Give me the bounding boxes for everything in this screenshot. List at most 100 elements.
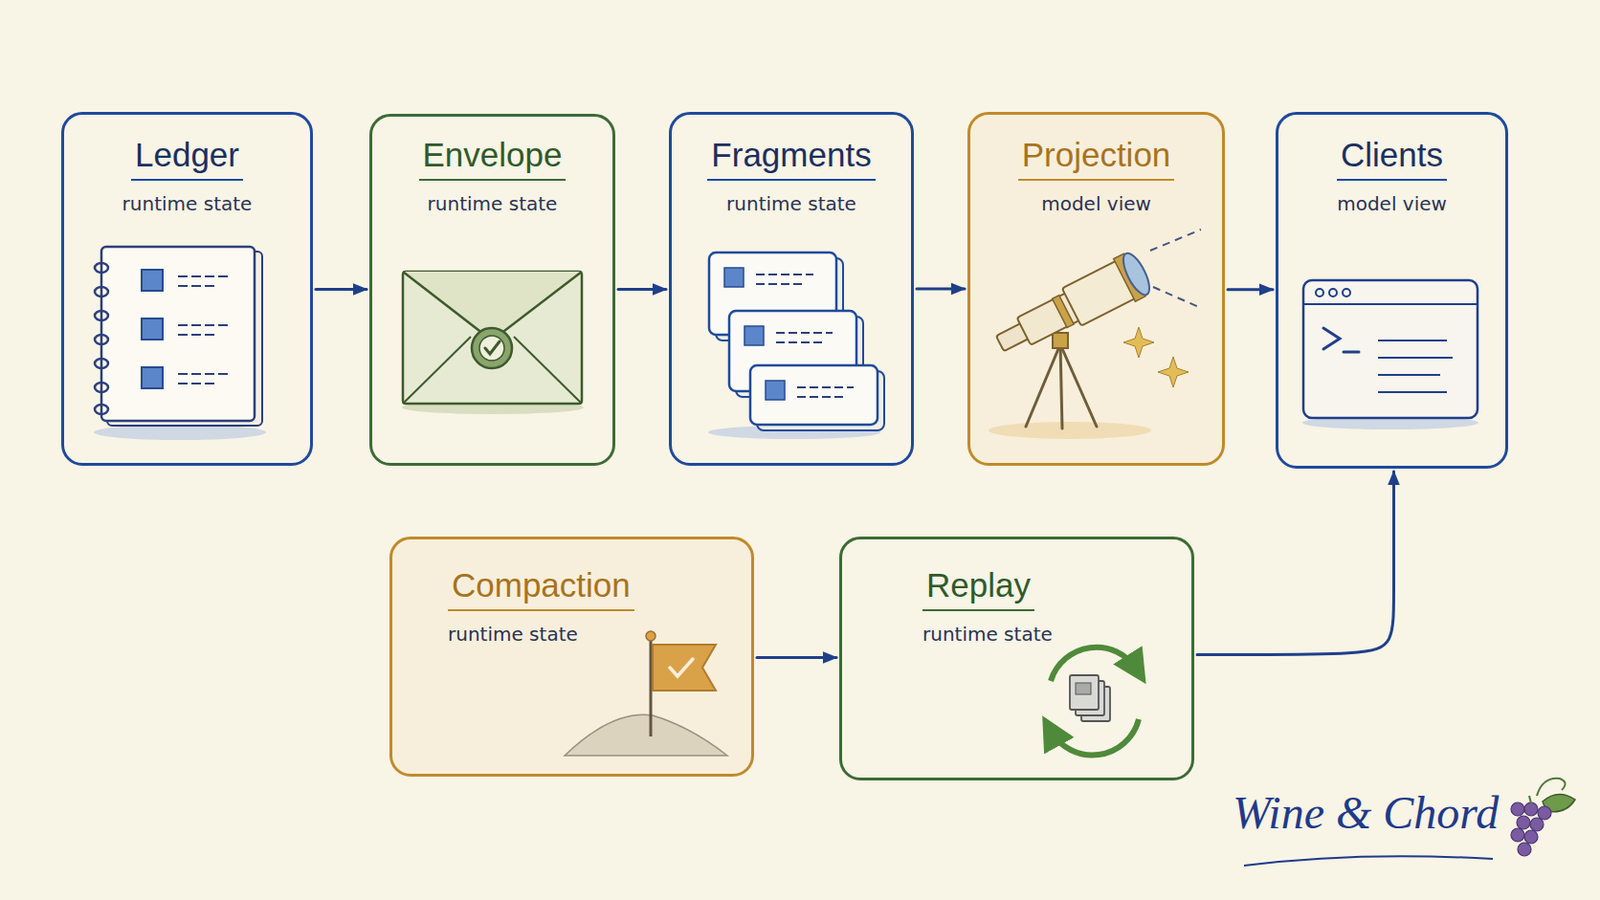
- fragment-cards-icon: [708, 252, 885, 440]
- illustration-stroke: [94, 358, 109, 369]
- illustration-stroke: [177, 276, 230, 384]
- illustration-stroke: [1524, 830, 1538, 845]
- illustration-stroke: [1377, 391, 1447, 394]
- illustration-stroke: [724, 267, 744, 288]
- box-subtitle: model view: [1041, 192, 1152, 216]
- illustration-stroke: [797, 396, 845, 399]
- illustration-stroke: [1529, 796, 1532, 804]
- illustration-stroke: [1323, 328, 1340, 350]
- illustration-stroke: [177, 382, 219, 385]
- illustration-stroke: [755, 283, 804, 286]
- illustration-stroke: [1303, 280, 1478, 419]
- illustration-stroke: [513, 336, 582, 404]
- illustration-stroke: [1050, 719, 1139, 756]
- illustration-stroke: [177, 275, 230, 278]
- process-box: Envelope runtime state: [369, 113, 616, 467]
- illustration-stroke: [709, 252, 878, 425]
- process-box: Compaction runtime state: [389, 536, 755, 778]
- box-subtitle: runtime state: [122, 192, 253, 216]
- box-subtitle: runtime state: [922, 622, 1053, 646]
- illustration-stroke: [471, 328, 512, 369]
- illustration-stroke: [1516, 816, 1531, 830]
- box-subtitle: model view: [1336, 192, 1447, 216]
- illustration-stroke: [1511, 802, 1552, 857]
- illustration-stroke: [94, 263, 109, 415]
- illustration-stroke: [1329, 288, 1337, 297]
- illustration-stroke: [141, 367, 163, 389]
- illustration-stroke: [94, 334, 109, 345]
- replay-cycle-icon: [1050, 647, 1139, 756]
- illustration-stroke: [1537, 806, 1552, 821]
- illustration-stroke: [101, 246, 255, 422]
- illustration-stroke: [755, 274, 854, 398]
- illustration-stroke: [1069, 675, 1111, 722]
- flow-arrow: [916, 288, 965, 291]
- illustration-stroke: [1511, 828, 1525, 843]
- illustration-stroke: [402, 271, 582, 404]
- illustration-stroke: [94, 287, 109, 297]
- illustration-stroke: [1511, 802, 1525, 817]
- watermark: Wine & Chord: [1232, 786, 1499, 840]
- illustration-stroke: [402, 336, 471, 404]
- flow-arrow: [1197, 471, 1395, 656]
- illustration-stroke: [141, 269, 163, 291]
- illustration-stroke: [479, 335, 505, 361]
- illustration-stroke: [1343, 351, 1359, 355]
- illustration-stroke: [1303, 303, 1478, 306]
- box-subtitle: runtime state: [447, 622, 578, 646]
- illustration-stroke: [141, 318, 163, 340]
- illustration-stroke: [1536, 778, 1566, 797]
- illustration-stroke: [94, 404, 109, 415]
- box-title: Envelope: [419, 135, 567, 181]
- illustration-stroke: [141, 269, 163, 389]
- illustration-stroke: [177, 333, 219, 336]
- illustration-stroke: [177, 285, 219, 288]
- illustration-stroke: [776, 332, 833, 334]
- box-title: Fragments: [707, 135, 875, 181]
- box-title: Projection: [1018, 135, 1176, 181]
- illustration-stroke: [1517, 843, 1532, 857]
- process-box: Fragments runtime state: [668, 111, 914, 467]
- envelope-icon: [401, 271, 584, 415]
- box-title: Clients: [1336, 135, 1447, 181]
- process-box: Clients model view: [1275, 111, 1509, 469]
- box-subtitle: runtime state: [427, 192, 558, 216]
- illustration-stroke: [1315, 288, 1324, 297]
- illustration-stroke: [1069, 675, 1099, 711]
- illustration-stroke: [715, 258, 885, 431]
- box-title: Ledger: [131, 135, 244, 181]
- illustration-stroke: [1315, 288, 1351, 297]
- process-box: Ledger runtime state: [61, 111, 313, 467]
- box-subtitle: runtime state: [726, 192, 857, 216]
- illustration-stroke: [797, 386, 854, 389]
- flow-arrow: [1227, 288, 1273, 291]
- box-title: Compaction: [447, 566, 635, 612]
- flow-arrow: [756, 656, 837, 660]
- illustration-stroke: [1524, 802, 1538, 817]
- illustration-stroke: [485, 341, 500, 355]
- illustration-stroke: [177, 324, 230, 327]
- grapes-icon: [1511, 778, 1576, 857]
- illustration-stroke: [1377, 339, 1447, 342]
- process-box: Replay runtime state: [839, 536, 1195, 781]
- box-title: Replay: [922, 566, 1035, 612]
- illustration-stroke: [1377, 340, 1453, 393]
- illustration-stroke: [94, 382, 109, 393]
- illustration-stroke: [750, 365, 878, 425]
- terminal-window-icon: [1302, 280, 1479, 430]
- illustration-stroke: [93, 424, 267, 441]
- illustration-stroke: [1342, 288, 1351, 297]
- illustration-stroke: [1075, 683, 1091, 695]
- illustration-stroke: [1530, 818, 1544, 832]
- illustration-stroke: [765, 380, 785, 400]
- flow-arrow: [618, 288, 667, 291]
- notebook-icon: [93, 246, 267, 441]
- flow-arrow: [315, 288, 367, 291]
- illustration-stroke: [724, 267, 785, 400]
- illustration-stroke: [776, 341, 823, 344]
- illustration-stroke: [177, 373, 230, 376]
- watermark-swash: [1244, 856, 1493, 867]
- illustration-stroke: [94, 311, 109, 321]
